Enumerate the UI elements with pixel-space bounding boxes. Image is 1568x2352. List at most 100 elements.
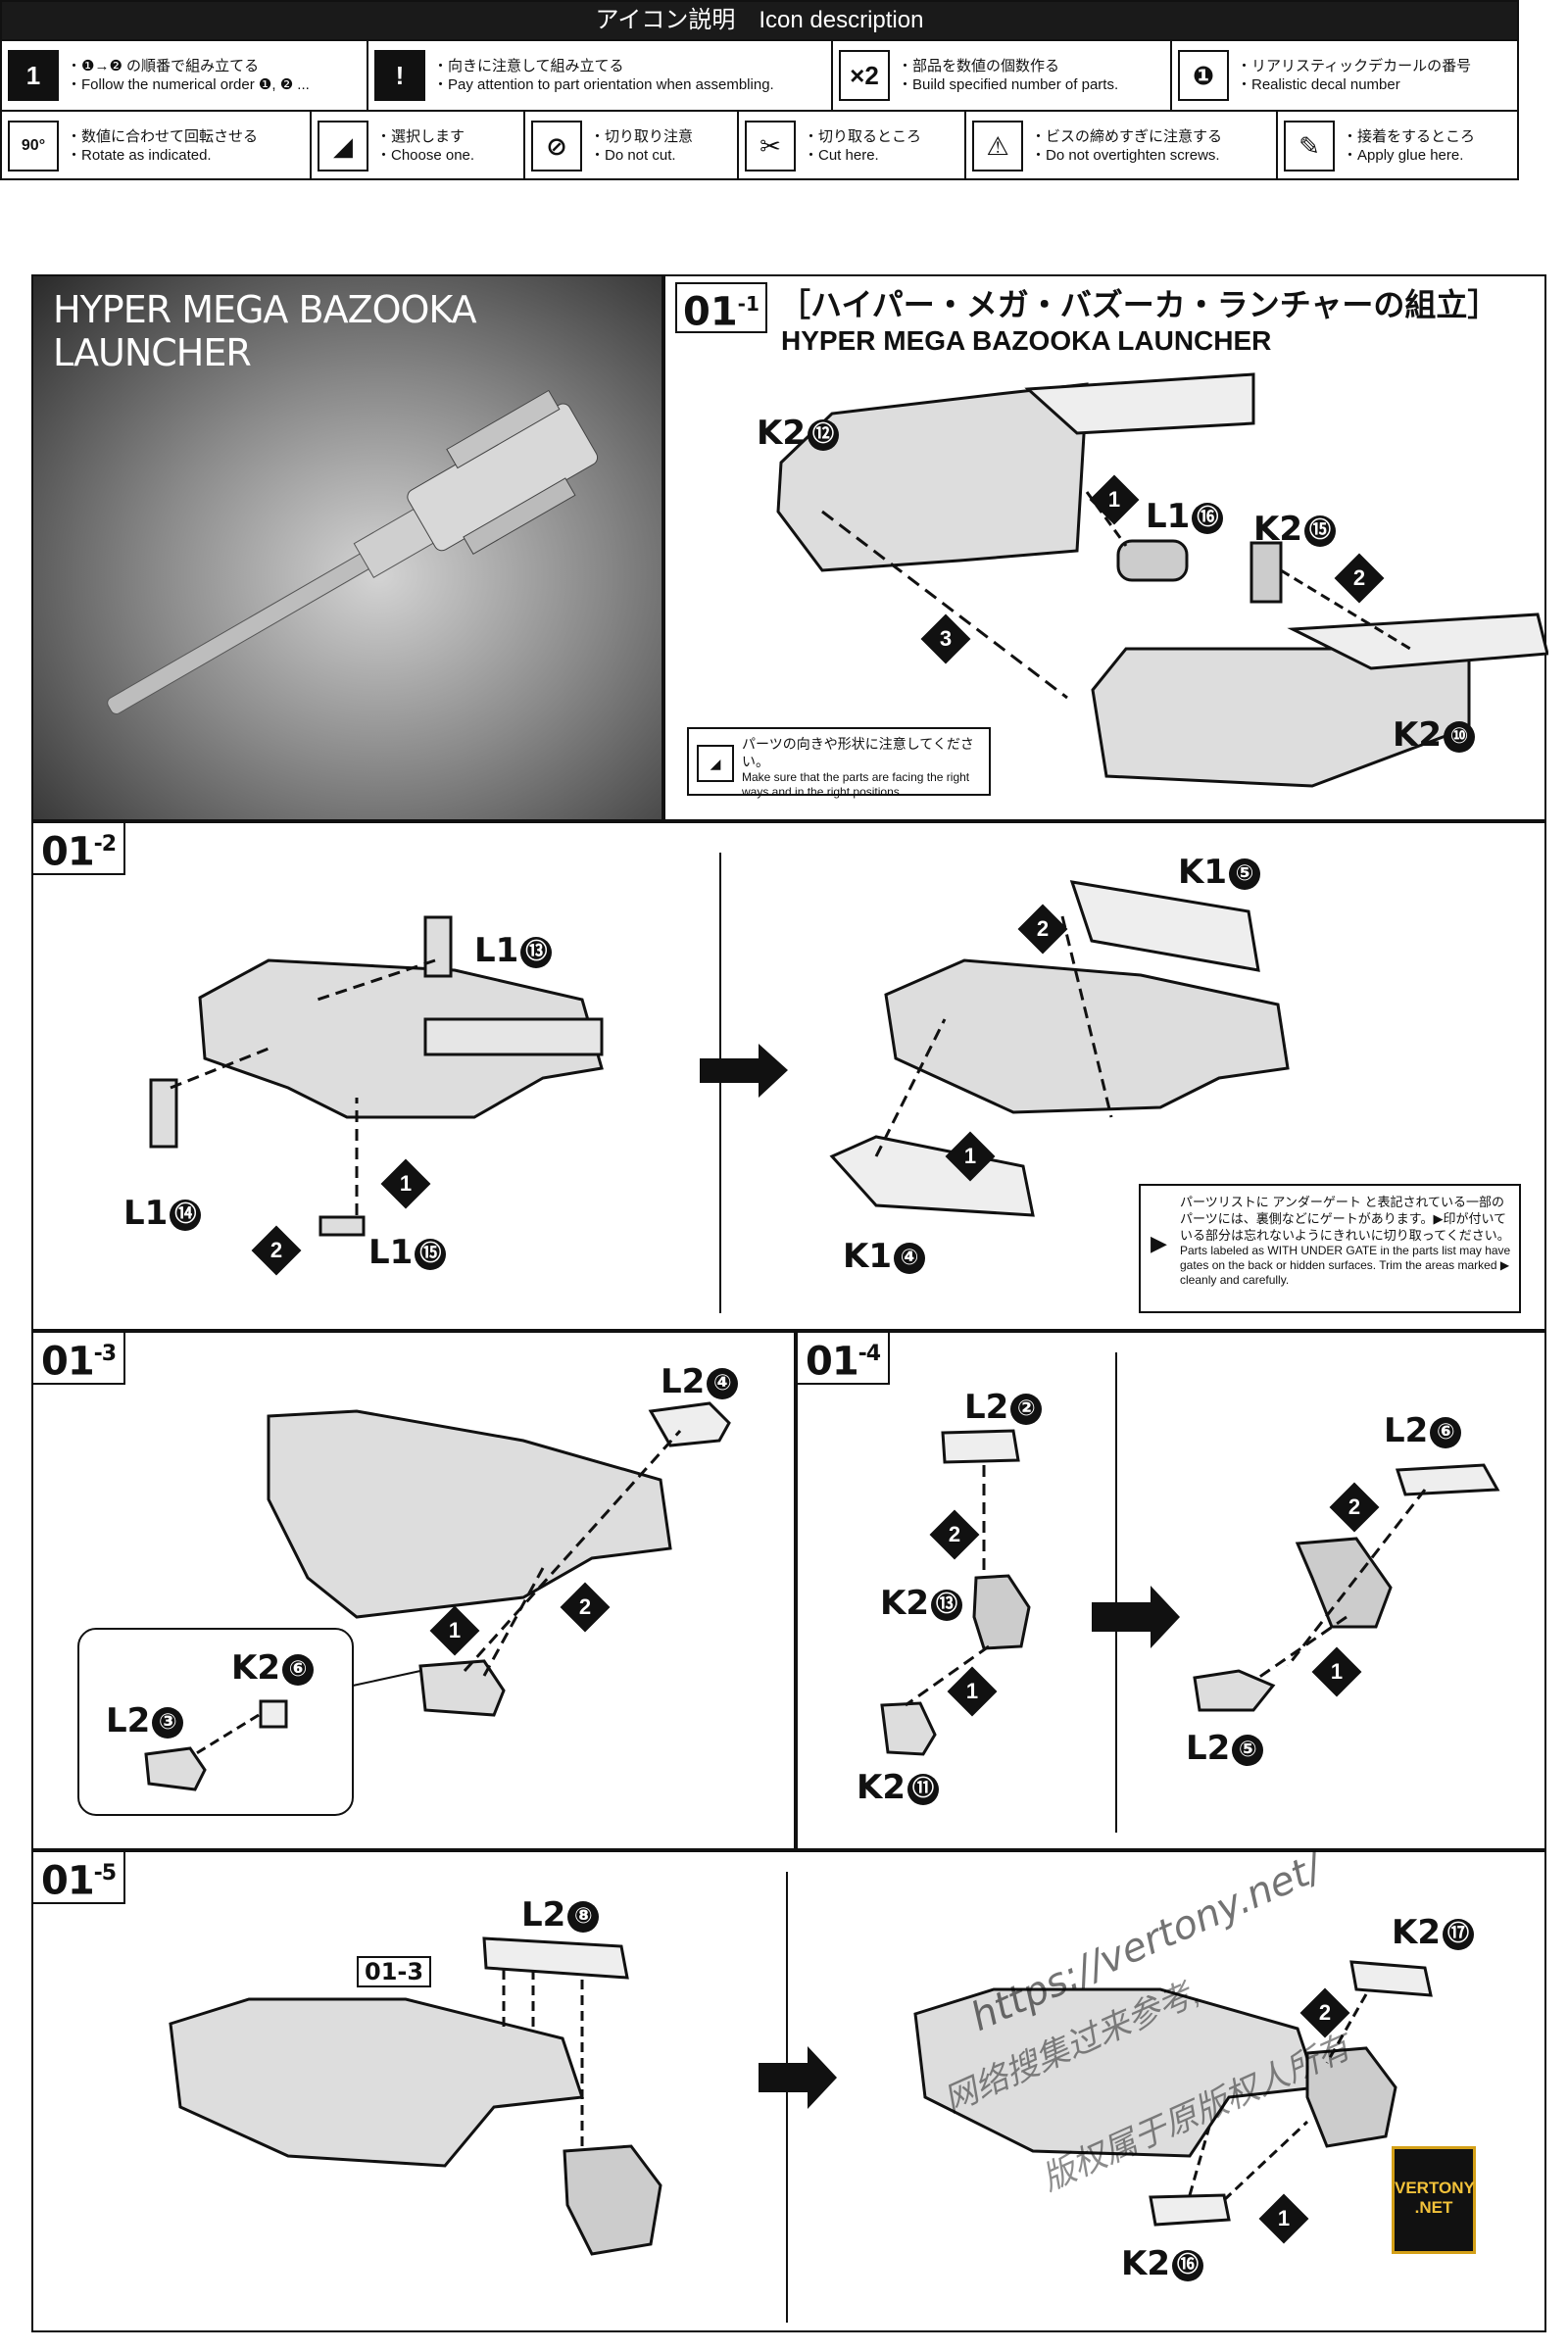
- note-jp: パーツの向きや形状に注意してください。: [742, 736, 974, 769]
- step-sub: -1: [737, 292, 760, 316]
- icon-cell-cut-here: ✂ ・切り取るところ・Cut here.: [739, 112, 966, 180]
- step-01-2-diagram: [149, 880, 1290, 1237]
- icon-cell-multiply: ×2 ・部品を数値の個数作る・Build specified number of…: [833, 41, 1172, 110]
- note-en: Parts labeled as WITH UNDER GATE in the …: [1180, 1244, 1511, 1287]
- vertony-logo: VERTONY .NET: [1392, 2146, 1476, 2254]
- step-sub: -3: [93, 1342, 117, 1366]
- order-mark: 2: [1329, 1482, 1380, 1533]
- orientation-note: ◢ パーツの向きや形状に注意してください。 Make sure that the…: [687, 727, 991, 799]
- cut-here-icon: ▶: [1151, 1231, 1167, 1255]
- step-01-1-diagram: [776, 372, 1548, 788]
- order-mark: 1: [1311, 1646, 1362, 1697]
- icon-desc-en: ・Build specified number of parts.: [898, 76, 1119, 93]
- icon-desc-jp: ・❶→❷ の順番で組み立てる: [67, 58, 260, 74]
- icon-cell-caution: ! ・向きに注意して組み立てる・Pay attention to part or…: [368, 41, 833, 110]
- icon-desc-jp: ・接着をするところ: [1343, 128, 1476, 145]
- step-01-1-label: 01-1: [675, 282, 767, 335]
- icon-cell-screw: ⚠ ・ビスの締めすぎに注意する・Do not overtighten screw…: [966, 112, 1278, 180]
- step-sub: -4: [858, 1342, 881, 1366]
- icon-desc-jp: ・部品を数値の個数作る: [898, 58, 1060, 74]
- order-mark: 2: [929, 1509, 980, 1560]
- rotate-icon: 90°: [8, 121, 59, 172]
- divider: [1115, 1352, 1117, 1833]
- decal-icon: ❶: [1178, 50, 1229, 101]
- order-mark: 2: [1334, 553, 1385, 604]
- caution-icon: !: [374, 50, 425, 101]
- order-mark: 3: [920, 613, 971, 664]
- hero-title: HYPER MEGA BAZOOKA LAUNCHER: [53, 288, 477, 374]
- step-01-1-panel: 01-1 ［ハイパー・メガ・バズーカ・ランチャーの組立］ HYPER MEGA …: [663, 274, 1548, 821]
- order-mark: 1: [1258, 2193, 1309, 2244]
- glue-icon: ✎: [1284, 121, 1335, 172]
- order-mark: 2: [560, 1582, 611, 1633]
- cut-here-icon: ✂: [745, 121, 796, 172]
- do-not-cut-icon: ⊘: [531, 121, 582, 172]
- icon-desc-en: ・Realistic decal number: [1237, 76, 1400, 93]
- icon-cell-choose: ◢ ・選択します・Choose one.: [312, 112, 525, 180]
- icon-desc-en: ・Cut here.: [804, 147, 879, 164]
- order-mark: 1: [429, 1605, 480, 1656]
- icon-cell-order: 1 ・❶→❷ の順番で組み立てる・Follow the numerical or…: [2, 41, 368, 110]
- icon-row-bottom: 90° ・数値に合わせて回転させる・Rotate as indicated. ◢…: [2, 110, 1517, 180]
- step-sub: -2: [93, 832, 117, 857]
- numbered-order-icon: 1: [8, 50, 59, 101]
- icon-desc-en: ・Rotate as indicated.: [67, 147, 212, 164]
- order-mark: 2: [251, 1225, 302, 1276]
- order-mark: 1: [380, 1158, 431, 1209]
- order-mark: 2: [1017, 904, 1068, 955]
- icon-cell-do-not-cut: ⊘ ・切り取り注意・Do not cut.: [525, 112, 739, 180]
- multiply-icon: ×2: [839, 50, 890, 101]
- bazooka-render-image: [107, 389, 599, 714]
- screw-icon: ⚠: [972, 121, 1023, 172]
- icon-desc-jp: ・数値に合わせて回転させる: [67, 128, 259, 145]
- step-01-1-title-jp: ［ハイパー・メガ・バズーカ・ランチャーの組立］: [779, 287, 1499, 322]
- icon-desc-en: ・Choose one.: [376, 147, 475, 164]
- choose-icon: ◢: [318, 121, 368, 172]
- step-01-5-diagram: [169, 1936, 1433, 2256]
- step-01-4-label: 01-4: [798, 1333, 891, 1386]
- note-en: Make sure that the parts are facing the …: [742, 770, 970, 799]
- step-number: 01: [683, 289, 738, 335]
- caution-icon: ◢: [697, 745, 734, 782]
- step-sub: -5: [93, 1861, 117, 1886]
- hero-panel: HYPER MEGA BAZOOKA LAUNCHER: [31, 274, 663, 821]
- step-01-4-diagram: [880, 1429, 1500, 1756]
- icon-desc-en: ・Do not cut.: [590, 147, 676, 164]
- under-gate-note: ▶ パーツリストに アンダーゲート と表記されている一部のパーツには、裏側などに…: [1139, 1184, 1521, 1313]
- icon-cell-decal: ❶ ・リアリスティックデカールの番号・Realistic decal numbe…: [1172, 41, 1513, 110]
- step-01-3-label: 01-3: [33, 1333, 126, 1386]
- step-number: 01: [806, 1339, 859, 1385]
- icon-cell-rotate: 90° ・数値に合わせて回転させる・Rotate as indicated.: [2, 112, 312, 180]
- icon-desc-jp: ・リアリスティックデカールの番号: [1237, 58, 1472, 74]
- icon-description-panel: アイコン説明 Icon description 1 ・❶→❷ の順番で組み立てる…: [0, 0, 1519, 180]
- icon-desc-jp: ・切り取るところ: [804, 128, 922, 145]
- step-number: 01: [41, 1858, 95, 1904]
- step-01-3-diagram: [77, 1401, 731, 1816]
- step-01-2-label: 01-2: [33, 823, 126, 876]
- reference-step-label: 01-3: [357, 1956, 432, 1987]
- order-mark: 1: [945, 1131, 996, 1182]
- order-mark: 1: [947, 1666, 998, 1717]
- step-number: 01: [41, 829, 95, 875]
- step-01-1-title-en: HYPER MEGA BAZOOKA LAUNCHER: [781, 325, 1272, 356]
- icon-row-top: 1 ・❶→❷ の順番で組み立てる・Follow the numerical or…: [2, 39, 1517, 110]
